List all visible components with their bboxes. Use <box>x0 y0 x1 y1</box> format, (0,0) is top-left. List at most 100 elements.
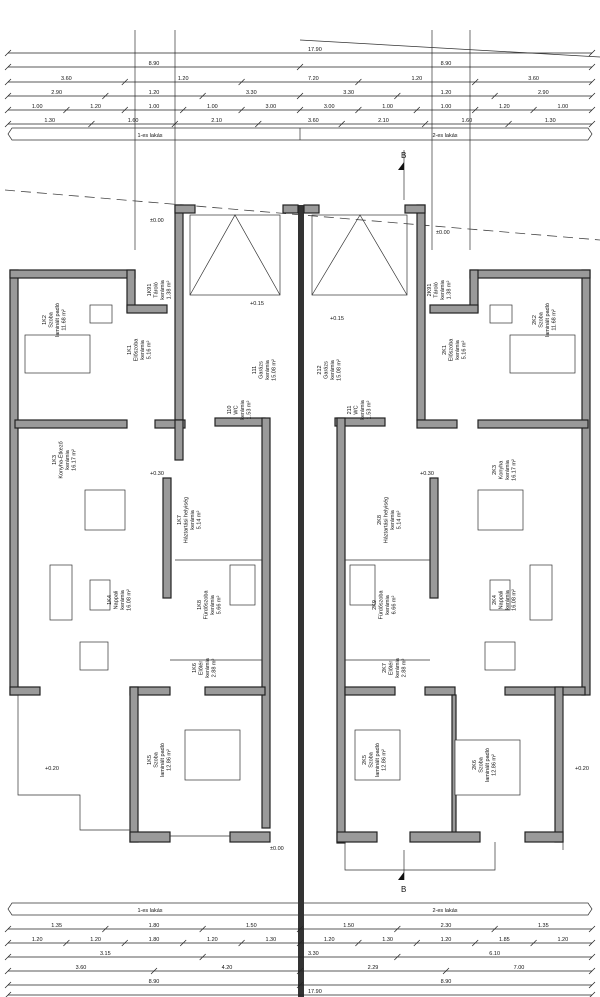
dimension-value: 1.20 <box>90 937 101 943</box>
dimension-value: 3.30 <box>308 951 319 957</box>
dimension-tick <box>296 925 304 933</box>
room-id: 212 <box>317 365 323 374</box>
dimension-tick <box>4 106 12 114</box>
room-area: 5.66 m² <box>217 596 223 615</box>
party-wall <box>298 205 304 997</box>
dimension-value: 1.30 <box>545 118 556 124</box>
room-area: 12.86 m² <box>167 749 173 771</box>
room-floor: kerámia <box>210 594 216 615</box>
dimension-value: 3.00 <box>265 104 276 110</box>
room-floor: laminált padló <box>160 743 166 777</box>
dimension-value: 7.20 <box>308 76 319 82</box>
room-id: 2K1 <box>442 345 448 355</box>
room-id: 2K6 <box>472 760 478 770</box>
dimension-tick <box>121 78 129 86</box>
dimension-value: 1.80 <box>149 923 160 929</box>
dimension-value: 8.90 <box>149 61 160 67</box>
dimension-tick <box>4 939 12 947</box>
dimension-tick <box>171 120 179 128</box>
unit-label-left-bottom: 1-es lakás <box>137 908 162 914</box>
room-name: Háztartási helyiség <box>184 497 190 543</box>
dimension-tick <box>421 120 429 128</box>
dimension-value: 2.10 <box>378 118 389 124</box>
room-name: Szoba <box>369 751 375 768</box>
dimension-value: 2.29 <box>368 965 379 971</box>
dimension-value: 1.85 <box>499 937 510 943</box>
room-floor: kerámia <box>140 339 146 360</box>
room-area: 12.86 m² <box>382 749 388 771</box>
unit-band-top: 1-es lakás 2-es lakás <box>7 127 593 141</box>
room-floor: laminált padló <box>485 748 491 782</box>
room-id: 2K91 <box>427 284 433 297</box>
dimension-value: 1.20 <box>32 937 43 943</box>
room-floor: laminált padló <box>55 303 61 337</box>
room-area: 5.16 m² <box>462 341 468 360</box>
room-id: 1K91 <box>147 284 153 297</box>
dimension-value: 1.30 <box>382 937 393 943</box>
room-name: Háztartási helyiség <box>384 497 390 543</box>
room-floor: kerámia <box>65 449 71 470</box>
room-area: 1.53 m² <box>367 401 373 420</box>
dimension-tick <box>394 953 401 961</box>
room-name: Tároló <box>154 282 160 298</box>
section-marker-top: B <box>398 150 406 200</box>
dimension-tick <box>471 78 479 86</box>
room-area: 5.14 m² <box>397 511 403 530</box>
dimension-tick <box>530 939 537 947</box>
walls-right-unit <box>303 204 591 871</box>
dimension-tick <box>471 106 479 114</box>
level-mark: +0.15 <box>250 301 264 307</box>
svg-text:B: B <box>401 885 406 894</box>
room-name: Előszoba <box>449 338 455 362</box>
room-name: Garázs <box>324 361 330 379</box>
dimension-value: 3.15 <box>100 951 111 957</box>
property-line <box>4 189 600 241</box>
dimension-tick <box>296 939 304 947</box>
dimension-tick <box>491 925 498 933</box>
level-mark: +0.30 <box>420 471 434 477</box>
room-floor: kerámia <box>205 657 211 678</box>
room-name: Szoba <box>49 311 55 328</box>
room-floor: kerámia <box>390 509 396 530</box>
level-mark: ±0.00 <box>150 218 164 224</box>
room-name: Szoba <box>479 756 485 773</box>
dimension-value: 1.20 <box>324 937 335 943</box>
room-floor: kerámia <box>120 589 126 610</box>
dimension-value: 1.60 <box>461 118 472 124</box>
room-name: Garázs <box>259 361 265 379</box>
level-mark: +0.30 <box>150 471 164 477</box>
room-floor: kerámia <box>505 589 511 610</box>
room-id: 1K4 <box>107 595 113 605</box>
dimension-tick <box>394 92 401 100</box>
room-floor: laminált padló <box>545 303 551 337</box>
terrace-outline-right <box>344 695 564 871</box>
dimension-value: 8.90 <box>441 979 452 985</box>
dimension-tick <box>238 106 245 114</box>
dimension-value: 1.20 <box>411 76 422 82</box>
room-floor: laminált padló <box>375 743 381 777</box>
dimension-value: 1.00 <box>32 104 43 110</box>
room-name: Szoba <box>154 751 160 768</box>
room-id: 1K8 <box>197 600 203 610</box>
svg-text:B: B <box>401 151 406 160</box>
room-id: 111 <box>252 366 258 374</box>
dimension-value: 6.10 <box>489 951 500 957</box>
room-id: 2K5 <box>362 755 368 765</box>
section-marker-bottom: B <box>398 850 406 894</box>
room-name: Konyha <box>499 460 505 480</box>
unit-label-right-bottom: 2-es lakás <box>432 908 457 914</box>
dimension-value: 1.20 <box>149 90 160 96</box>
room-floor: kerámia <box>455 339 461 360</box>
room-floor: kerámia <box>440 279 446 300</box>
